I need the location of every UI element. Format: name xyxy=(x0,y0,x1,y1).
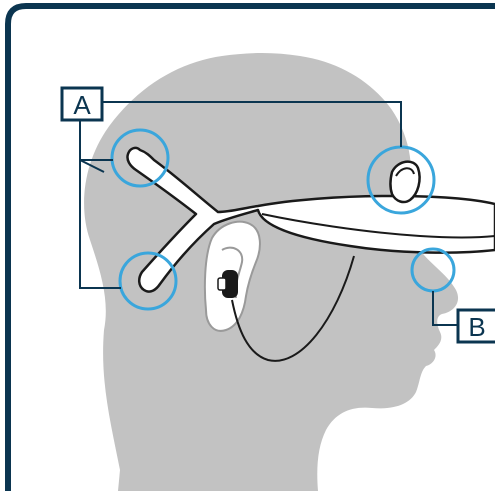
callout-b-label: B xyxy=(468,312,485,342)
callout-a-label: A xyxy=(73,90,91,120)
